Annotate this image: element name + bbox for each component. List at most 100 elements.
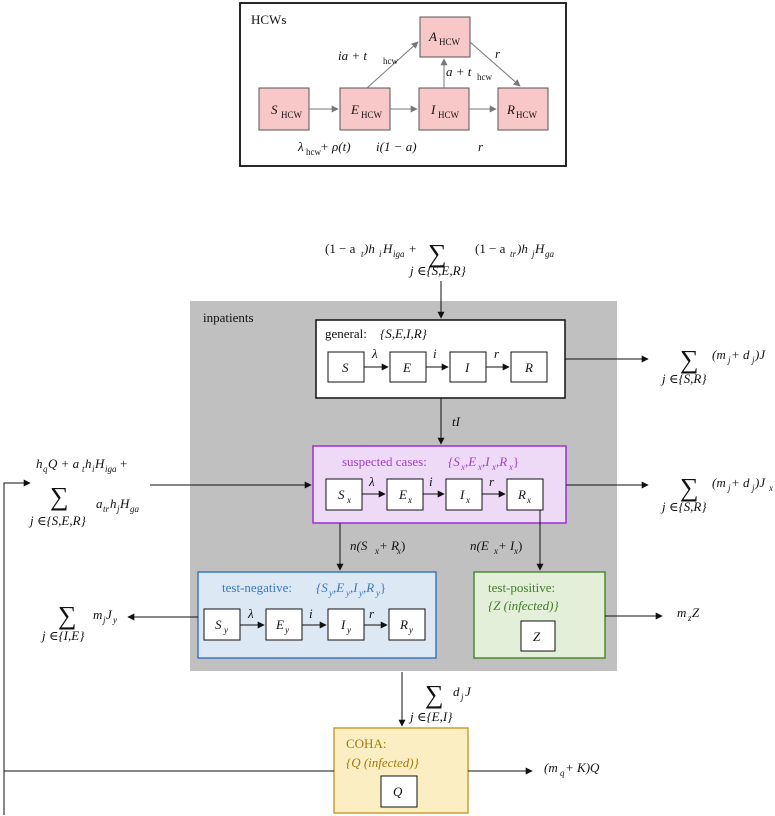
general-down-rate: tI (452, 414, 461, 429)
svg-text:n(E: n(E (470, 538, 489, 553)
svg-text:x: x (508, 462, 513, 472)
hcw-node-a-sub: HCW (439, 37, 461, 47)
svg-text:H: H (534, 241, 545, 256)
svg-text:H: H (119, 496, 130, 511)
hcw-node-r-sub: HCW (516, 110, 538, 120)
coha-label: COHA: (346, 736, 386, 751)
svg-text:E: E (398, 487, 407, 502)
svg-text:hcw: hcw (477, 72, 492, 82)
general-box: general: {S,E,I,R} S E I R λ i r (315, 319, 566, 399)
suspected-set: {S (448, 454, 460, 469)
svg-text:y: y (375, 588, 380, 598)
suspected-node-e (386, 478, 424, 511)
negative-node-e (265, 608, 303, 641)
svg-text:y: y (345, 588, 350, 598)
negative-rate-i: i (309, 606, 313, 621)
svg-text:,R: ,R (363, 580, 374, 595)
suspected-rate-lambda: λ (368, 474, 375, 489)
svg-text:,E: ,E (465, 454, 476, 469)
svg-text:R: R (517, 487, 526, 502)
hcw-node-a-label: A (428, 29, 437, 44)
inpatients-label: inpatients (203, 310, 254, 325)
negative-rate-r: r (369, 606, 375, 621)
svg-text:x: x (374, 546, 379, 556)
svg-text:(m: (m (712, 475, 726, 490)
svg-text:j ∈{I,E}: j ∈{I,E} (40, 628, 85, 643)
svg-text:+: + (409, 241, 416, 256)
svg-text:I: I (464, 360, 470, 375)
svg-text:S: S (342, 360, 349, 375)
svg-text:t: t (82, 464, 85, 474)
svg-text:I: I (340, 617, 346, 632)
svg-text:(m: (m (712, 347, 726, 362)
general-node-r (510, 351, 548, 383)
hcw-arrow-e-a (366, 41, 419, 89)
svg-text:j: j (727, 355, 731, 365)
positive-label: test-positive: (488, 580, 555, 595)
svg-text:tr: tr (103, 504, 110, 514)
svg-text:t: t (361, 249, 364, 259)
top-inflow-label: (1 − a t )h i H iga + ∑ j ∈{S,E,R} (1 − … (325, 239, 555, 278)
negative-rate-lambda: λ (247, 606, 254, 621)
svg-text:j: j (727, 483, 731, 493)
svg-text:H: H (382, 241, 393, 256)
svg-text:j ∈{S,R}: j ∈{S,R} (660, 499, 707, 514)
svg-text:}: } (380, 580, 386, 595)
hcw-rate-i: i(1 − a) (376, 139, 417, 154)
suspected-to-negative-rate: n(S x + R x ) (350, 538, 405, 556)
negative-node-i (327, 608, 365, 641)
svg-text:h: h (110, 496, 117, 511)
svg-text:y: y (223, 625, 228, 635)
svg-text:+ d: + d (731, 475, 750, 490)
negative-box: test-negative: {S y ,E y ,I y ,R y } S y… (197, 571, 437, 659)
coha-inflow-label: ∑ j ∈{E,I} d j J (408, 680, 472, 724)
hcw-node-i: I HCW (418, 87, 470, 131)
svg-text:x: x (493, 546, 498, 556)
svg-text:x: x (407, 495, 412, 505)
suspected-to-positive-rate: n(E x + I x ) (470, 538, 522, 556)
svg-text:+: + (120, 456, 127, 471)
hcw-node-r: R HCW (497, 87, 549, 131)
negative-outflow-label: ∑ j ∈{I,E} m j J y (40, 601, 117, 643)
hcw-node-e: E HCW (339, 87, 391, 131)
svg-text:,I: ,I (482, 454, 490, 469)
general-node-s (327, 351, 365, 383)
svg-text:∑: ∑ (680, 473, 699, 502)
svg-text:z: z (687, 613, 692, 623)
svg-text:a + t: a + t (446, 64, 472, 79)
hcw-node-s: S HCW (258, 87, 310, 131)
svg-text:)J: )J (754, 347, 766, 362)
coha-box: COHA: {Q (infected)} Q (333, 727, 469, 814)
svg-text:x: x (526, 495, 531, 505)
coha-return-arrow (3, 479, 31, 815)
svg-text:x: x (513, 546, 518, 556)
svg-text:(1 − a: (1 − a (475, 241, 506, 256)
svg-text:R: R (524, 360, 533, 375)
svg-text:∑: ∑ (425, 680, 444, 709)
svg-text:)h: )h (516, 241, 528, 256)
coha-set: {Q (infected)} (346, 755, 420, 770)
svg-text:y: y (346, 625, 351, 635)
svg-text:J: J (465, 684, 472, 699)
svg-text:n(S: n(S (350, 538, 368, 553)
hcw-title: HCWs (251, 12, 286, 27)
svg-text:iga: iga (393, 249, 405, 259)
svg-text:ga: ga (130, 504, 140, 514)
svg-text:): ) (401, 538, 405, 553)
suspected-rate-r: r (489, 474, 495, 489)
svg-text:a: a (96, 496, 103, 511)
hcw-node-s-sub: HCW (281, 110, 303, 120)
general-label: general: (325, 326, 367, 341)
suspected-node-r (506, 478, 544, 511)
svg-text:d: d (453, 684, 460, 699)
svg-text:S: S (338, 487, 345, 502)
svg-text:): ) (518, 538, 522, 553)
svg-text:I: I (459, 487, 465, 502)
hcw-node-e-sub: HCW (361, 110, 383, 120)
general-rate-r: r (494, 346, 500, 361)
svg-text:y: y (408, 625, 413, 635)
svg-text:∑: ∑ (680, 345, 699, 374)
svg-text:∑: ∑ (50, 482, 69, 511)
svg-text:j ∈{S,R}: j ∈{S,R} (660, 371, 707, 386)
